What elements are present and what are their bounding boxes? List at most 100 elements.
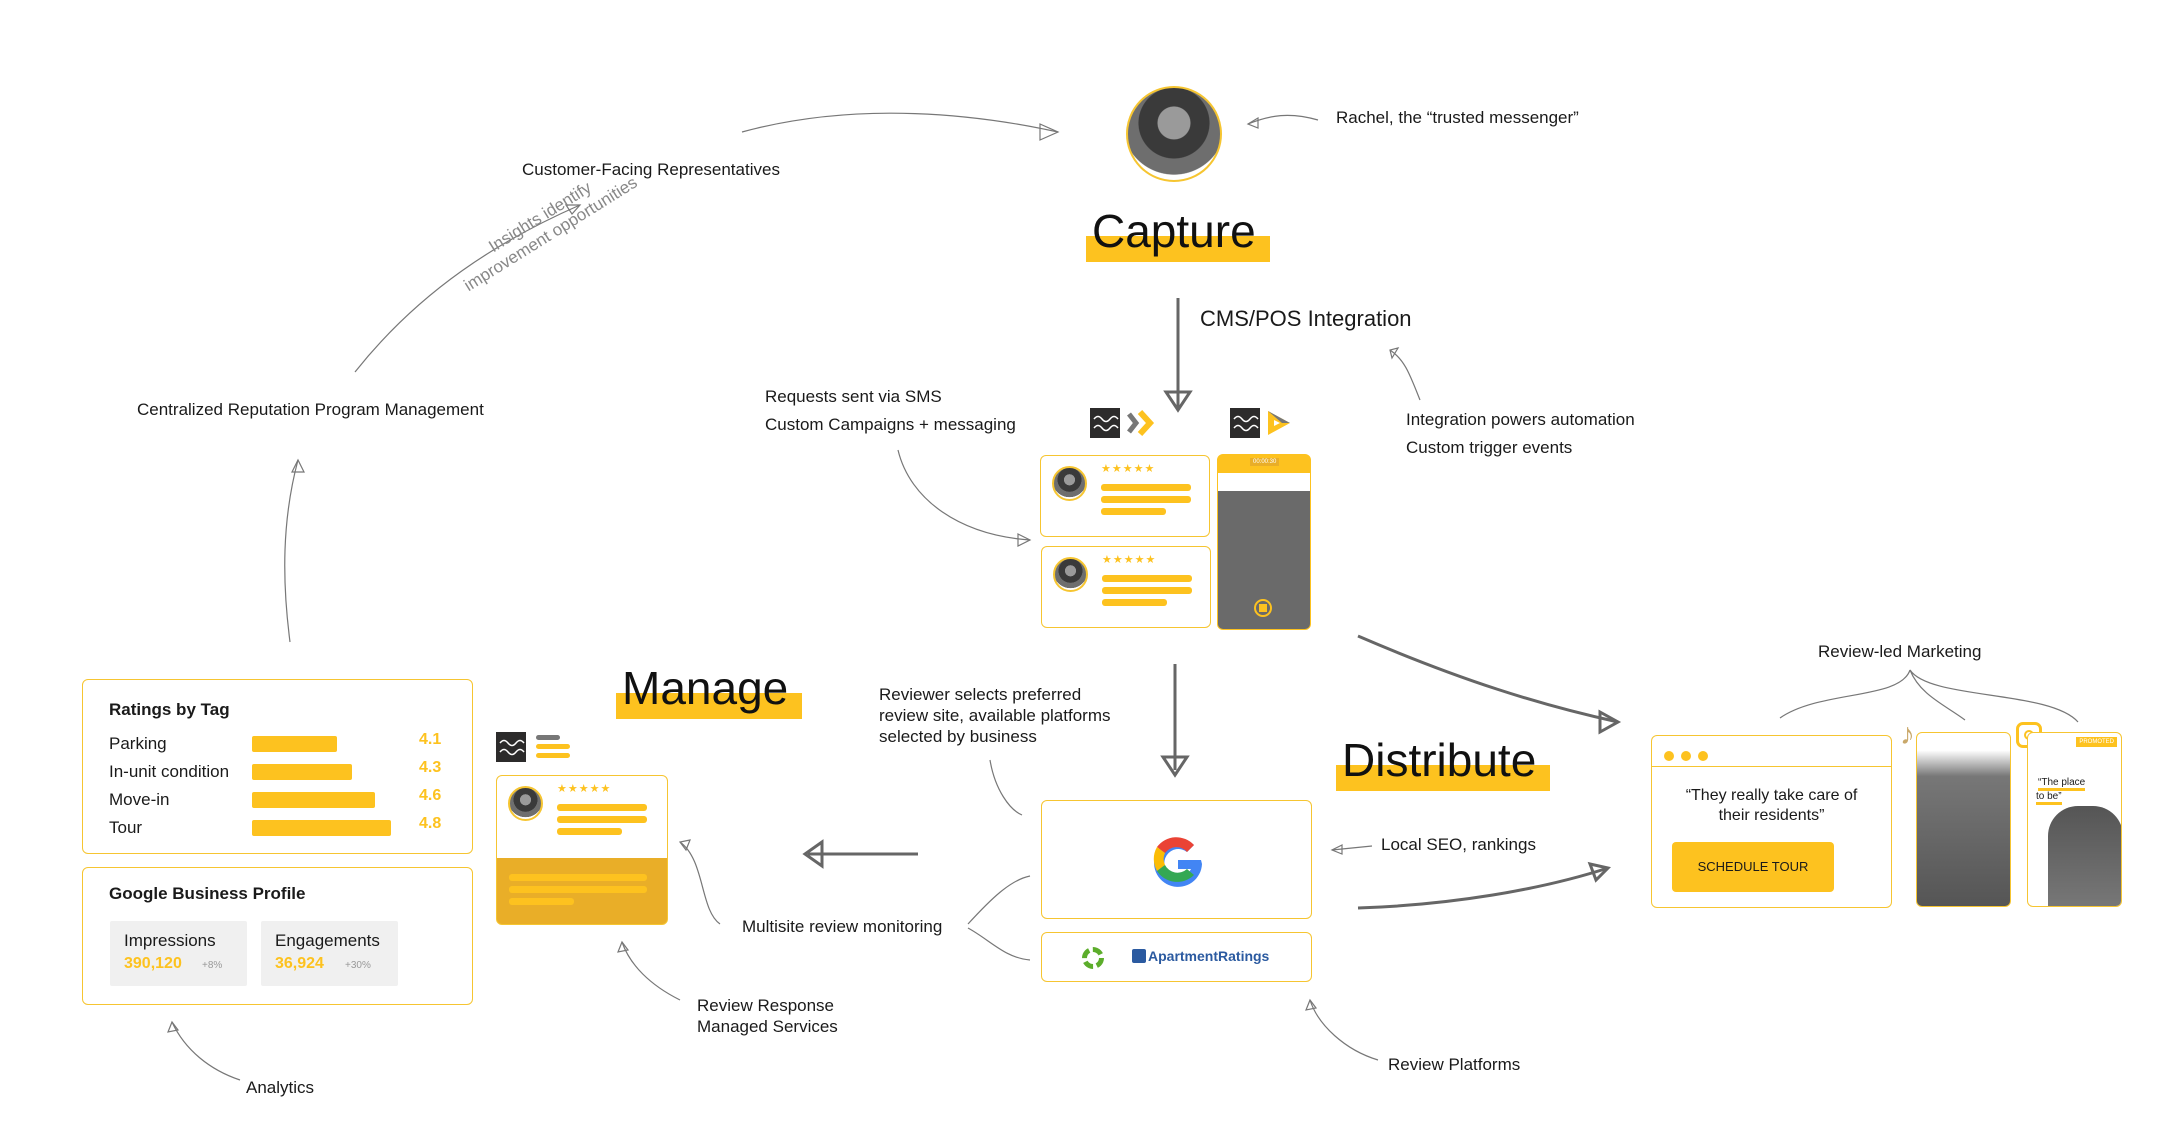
text-placeholder-bar bbox=[557, 816, 647, 823]
list-icon bbox=[536, 735, 570, 761]
text-placeholder-bar bbox=[1102, 587, 1192, 594]
panel-title: Google Business Profile bbox=[109, 884, 306, 903]
rachel-avatar bbox=[1126, 86, 1222, 182]
rating-tag-label: Tour bbox=[109, 818, 143, 837]
customer-facing-label: Customer-Facing Representatives bbox=[522, 160, 780, 179]
arrowhead bbox=[1305, 998, 1318, 1011]
arrowhead bbox=[678, 839, 691, 852]
text-placeholder-bar bbox=[1102, 575, 1192, 582]
arrowhead bbox=[617, 940, 630, 953]
tiktok-icon: ♪ bbox=[1900, 718, 1915, 751]
review-card: ★★★★★ bbox=[1041, 546, 1211, 628]
arrowhead bbox=[1160, 755, 1190, 778]
cms-pos-label: CMS/POS Integration bbox=[1200, 306, 1412, 331]
arrow-analytics-to-centralized bbox=[284, 459, 299, 643]
arrowhead bbox=[564, 204, 582, 215]
arrow-marketing-ig bbox=[1909, 669, 2079, 723]
manage-review-card: ★★★★★ bbox=[496, 775, 668, 925]
review-platforms-label: Review Platforms bbox=[1388, 1055, 1521, 1074]
rating-value: 4.1 bbox=[419, 731, 442, 748]
impressions-label: Impressions bbox=[124, 931, 216, 950]
arrowhead bbox=[291, 458, 305, 473]
rating-value: 4.8 bbox=[419, 815, 442, 832]
star-rating: ★★★★★ bbox=[557, 783, 612, 795]
arrow-insights bbox=[354, 204, 581, 373]
engagements-stat: Engagements 36,924 +30% bbox=[261, 921, 398, 986]
google-logo-icon bbox=[1153, 837, 1202, 887]
centralized-label: Centralized Reputation Program Managemen… bbox=[137, 400, 484, 419]
custom-campaigns-label: Custom Campaigns + messaging bbox=[765, 415, 1016, 434]
rating-tag-label: Move-in bbox=[109, 790, 170, 809]
website-widget-mockup: “They really take care of their resident… bbox=[1651, 735, 1892, 908]
arrowhead bbox=[1389, 347, 1400, 360]
tiktok-video-mockup bbox=[1916, 732, 2011, 907]
rating-value: 4.6 bbox=[419, 787, 442, 804]
google-business-profile-panel: Google Business Profile Impressions 390,… bbox=[82, 867, 473, 1005]
rachel-label: Rachel, the “trusted messenger” bbox=[1336, 108, 1579, 127]
record-button[interactable] bbox=[1254, 599, 1272, 617]
arrowhead bbox=[1246, 116, 1259, 129]
arrow-integration bbox=[1389, 349, 1421, 401]
browser-dots bbox=[1664, 748, 1708, 766]
arrow-platforms-to-marketing bbox=[1357, 866, 1609, 910]
arrow-multisite-apartment bbox=[967, 927, 1031, 961]
arrow-rachel bbox=[1247, 114, 1319, 125]
arrowhead bbox=[802, 839, 824, 869]
video-play-icon bbox=[1264, 408, 1294, 438]
text-placeholder-bar bbox=[1101, 508, 1166, 515]
rating-value: 4.3 bbox=[419, 759, 442, 776]
panel-title: Ratings by Tag bbox=[109, 700, 230, 719]
response-placeholder-bar bbox=[509, 898, 574, 905]
video-review-card: 00:00:30 bbox=[1217, 454, 1311, 630]
reviewer-avatar bbox=[1052, 466, 1087, 501]
arrowhead bbox=[167, 1020, 180, 1033]
rating-bar bbox=[252, 820, 391, 836]
recycle-logo-icon bbox=[1082, 947, 1104, 969]
other-platforms-card[interactable]: ApartmentRatings bbox=[1041, 932, 1312, 982]
stage-distribute: Distribute bbox=[1336, 735, 1551, 791]
arrow-customer-to-capture bbox=[741, 112, 1059, 133]
arrow-analytics bbox=[171, 1021, 241, 1081]
impressions-change: +8% bbox=[202, 960, 223, 971]
schedule-tour-button[interactable]: SCHEDULE TOUR bbox=[1672, 842, 1834, 892]
rating-tag-label: Parking bbox=[109, 734, 167, 753]
person-photo bbox=[2048, 806, 2121, 906]
text-placeholder-bar bbox=[1101, 496, 1191, 503]
arrowhead bbox=[1598, 709, 1622, 735]
arrow-multisite-google bbox=[967, 875, 1031, 925]
reviewer-avatar bbox=[508, 786, 543, 821]
arrowhead bbox=[1587, 861, 1611, 883]
text-placeholder-bar bbox=[557, 804, 647, 811]
arrowhead bbox=[1330, 844, 1343, 855]
engagements-label: Engagements bbox=[275, 931, 380, 950]
arrow-local-seo bbox=[1331, 845, 1373, 851]
review-response-label-1: Review Response bbox=[697, 996, 835, 1015]
arrow-review-response bbox=[621, 941, 681, 1001]
arrow-reviewer bbox=[989, 759, 1023, 816]
custom-trigger-label: Custom trigger events bbox=[1406, 438, 1573, 457]
response-placeholder-bar bbox=[509, 874, 647, 881]
stage-distribute-title: Distribute bbox=[1336, 735, 1551, 791]
star-rating: ★★★★★ bbox=[1102, 554, 1157, 566]
multisite-label: Multisite review monitoring bbox=[742, 917, 943, 936]
google-platform-card[interactable] bbox=[1041, 800, 1312, 919]
reviewer-selects-label-3: selected by business bbox=[879, 727, 1037, 746]
analytics-label: Analytics bbox=[246, 1078, 315, 1097]
review-response-label-2: Managed Services bbox=[697, 1017, 838, 1036]
text-placeholder-bar bbox=[557, 828, 622, 835]
widewail-logo-icon bbox=[1090, 408, 1120, 438]
promoted-badge: PROMOTED bbox=[2076, 737, 2117, 747]
arrow-review-platforms bbox=[1309, 999, 1379, 1061]
impressions-stat: Impressions 390,120 +8% bbox=[110, 921, 247, 986]
arrow-marketing-tiktok bbox=[1909, 669, 1966, 721]
star-rating: ★★★★★ bbox=[1101, 463, 1156, 475]
apartment-ratings-logo: ApartmentRatings bbox=[1132, 948, 1269, 964]
text-placeholder-bar bbox=[1101, 484, 1191, 491]
rating-bar bbox=[252, 764, 352, 780]
engagements-value: 36,924 bbox=[275, 955, 324, 972]
impressions-value: 390,120 bbox=[124, 955, 182, 972]
stage-capture: Capture bbox=[1086, 206, 1270, 262]
requests-sms-label: Requests sent via SMS bbox=[765, 387, 942, 406]
instagram-quote-2: to be” bbox=[2036, 791, 2062, 805]
